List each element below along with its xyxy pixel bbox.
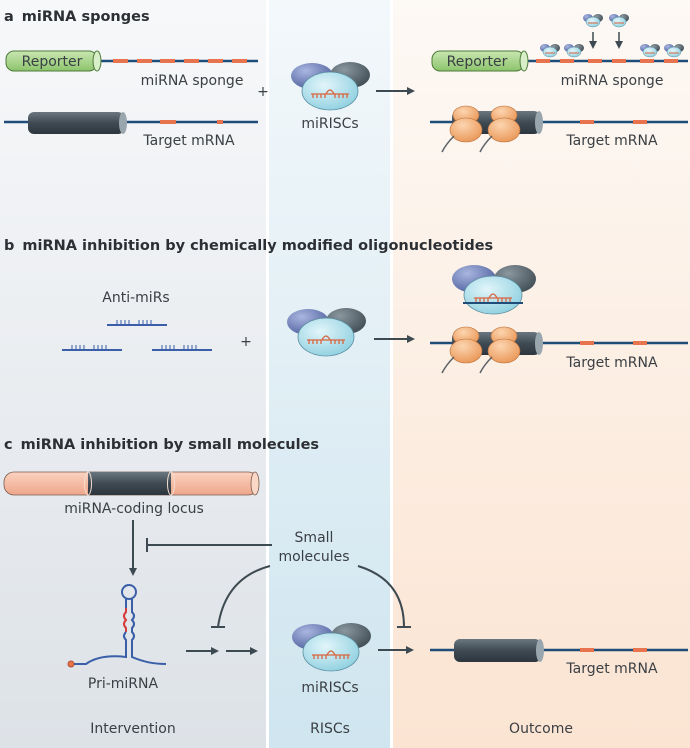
- mini-mirisc: [540, 44, 560, 58]
- mini-mirisc: [564, 44, 584, 58]
- mirisc-complex: [291, 62, 370, 111]
- column-label-riscs: RISCs: [310, 721, 350, 737]
- target-mrna-label-right: Target mRNA: [565, 133, 658, 149]
- inhibition-processing-curve: [217, 565, 271, 628]
- small-molecules-label-2: molecules: [278, 549, 349, 565]
- reporter-sponge-left: Reporter: [5, 50, 258, 72]
- target-mrna-right-a: [430, 105, 688, 153]
- mirisc-with-antimir: [452, 265, 536, 315]
- anti-mir: [62, 345, 122, 351]
- anti-mir: [107, 320, 167, 326]
- target-mrna-right-b: [430, 326, 688, 374]
- ribosome: [479, 105, 521, 153]
- inhibition-transcription: [146, 538, 272, 552]
- mini-mirisc: [609, 14, 629, 28]
- mirisc-complex-b: [287, 308, 366, 357]
- locus-label: miRNA-coding locus: [64, 501, 204, 517]
- bound-miriscs: [540, 14, 684, 58]
- inhibition-function-curve: [357, 565, 405, 628]
- reporter-label-right: Reporter: [447, 54, 508, 70]
- reporter-label: Reporter: [22, 54, 83, 70]
- column-label-intervention: Intervention: [90, 721, 175, 737]
- nascent-peptide: [441, 356, 455, 374]
- nascent-peptide: [479, 356, 493, 374]
- target-mrna-label-c: Target mRNA: [565, 661, 658, 677]
- mirisc-label: miRISCs: [301, 116, 358, 132]
- target-mrna-label-b: Target mRNA: [565, 355, 658, 371]
- small-molecules-label-1: Small: [295, 530, 334, 546]
- anti-mir-oligos: [62, 320, 212, 351]
- mirisc-label-c: miRISCs: [301, 680, 358, 696]
- ribosome: [441, 105, 483, 153]
- pri-mirna-hairpin: [67, 584, 167, 668]
- target-mrna-left: [4, 112, 258, 134]
- reporter-sponge-right: Reporter: [431, 14, 688, 72]
- ribosome: [441, 326, 483, 374]
- pri-mirna-label: Pri-miRNA: [88, 676, 159, 692]
- mini-mirisc: [664, 44, 684, 58]
- outcome-column: [393, 0, 690, 748]
- anti-mir: [152, 345, 212, 351]
- plus-sign: +: [257, 84, 269, 100]
- mini-mirisc: [583, 14, 603, 28]
- target-mrna-right-c: [430, 639, 688, 662]
- ribosome: [479, 326, 521, 374]
- riscs-column: [269, 0, 390, 748]
- sponge-label-right: miRNA sponge: [561, 73, 664, 89]
- target-mrna-label: Target mRNA: [142, 133, 235, 149]
- plus-sign-b: +: [240, 334, 252, 350]
- antimirs-label: Anti-miRs: [102, 290, 169, 306]
- sponge-label: miRNA sponge: [141, 73, 244, 89]
- coding-cylinder: [28, 112, 124, 134]
- nascent-peptide: [441, 135, 455, 153]
- mirisc-complex-c: [292, 623, 371, 672]
- mini-mirisc: [640, 44, 660, 58]
- mirna-coding-locus: [3, 471, 260, 496]
- column-label-outcome: Outcome: [509, 721, 573, 737]
- nascent-peptide: [479, 135, 493, 153]
